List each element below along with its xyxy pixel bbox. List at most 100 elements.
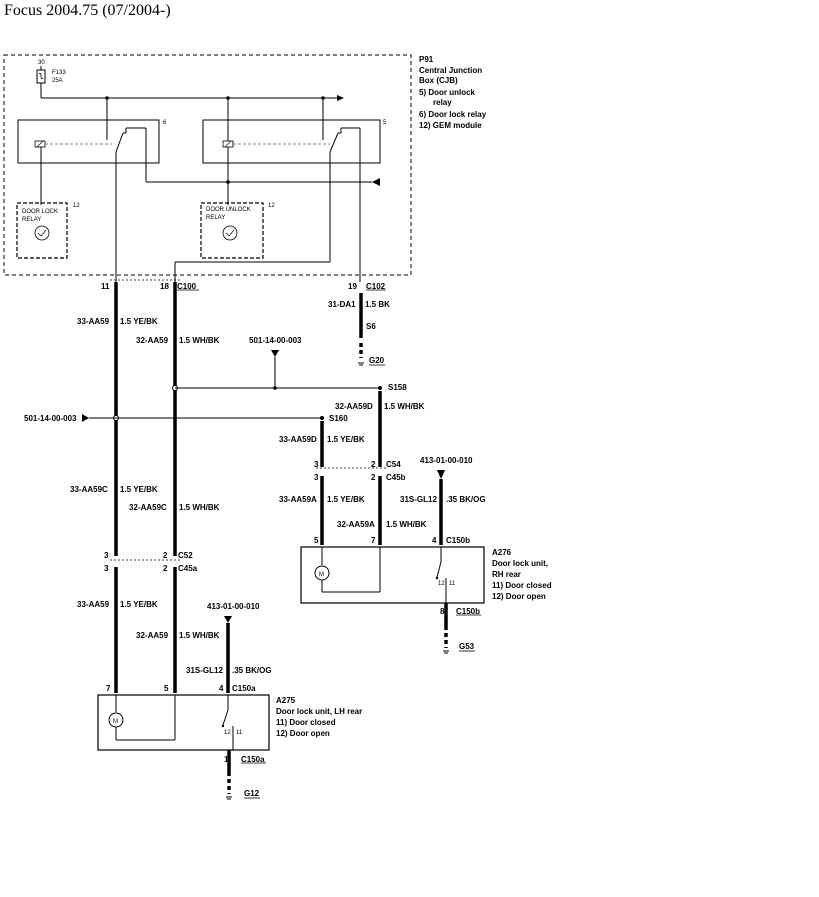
gem-unlock-relay-box bbox=[200, 202, 264, 259]
cjb-id: P91 bbox=[419, 55, 434, 64]
c45b-pin-a: 3 bbox=[314, 473, 319, 482]
relay-contact-icon bbox=[322, 128, 342, 153]
ground-icon bbox=[226, 796, 232, 800]
a275-id: A275 bbox=[276, 696, 296, 705]
w9-spec: 1.5 WH/BK bbox=[384, 402, 425, 411]
w4-code: 33-AA59C bbox=[70, 485, 108, 494]
fuse-icon bbox=[36, 66, 46, 98]
w13-spec: .35 BK/OG bbox=[446, 495, 486, 504]
c150b-top-label: C150b bbox=[446, 536, 470, 545]
a275-sw-a: 12 bbox=[224, 730, 231, 736]
cjb-item-5a: 5) Door unlock bbox=[419, 88, 476, 97]
c150a-pin-m2: 5 bbox=[164, 684, 169, 693]
w3-spec: 1.5 BK bbox=[365, 300, 390, 309]
cjb-name-1: Central Junction bbox=[419, 66, 482, 75]
ref-top: 501-14-00-003 bbox=[249, 336, 302, 345]
a275-item-11: 11) Door closed bbox=[276, 718, 336, 727]
door-switch-icon bbox=[221, 695, 234, 750]
c102-pin: 19 bbox=[348, 282, 357, 291]
cjb-item-6: 6) Door lock relay bbox=[419, 110, 487, 119]
a276-sw-b: 11 bbox=[449, 581, 456, 587]
c150b-bottom-label: C150b bbox=[456, 607, 480, 616]
relay-coil-icon bbox=[34, 140, 46, 148]
c52-label: C52 bbox=[178, 551, 193, 560]
relay-lock-num: 6 bbox=[163, 120, 167, 126]
w2-code: 32-AA59 bbox=[136, 336, 169, 345]
lock-relay-num: 12 bbox=[73, 203, 80, 209]
motor-label: M bbox=[113, 719, 118, 725]
w6-code: 33-AA59 bbox=[77, 600, 110, 609]
c45b-pin-b: 2 bbox=[371, 473, 376, 482]
gem-lock-relay-box bbox=[16, 202, 68, 259]
ground-g53: G53 bbox=[459, 642, 475, 651]
cjb-item-5b: relay bbox=[433, 98, 452, 107]
relay-box-unlock bbox=[202, 119, 381, 164]
c150a-bottom-pin: 1 bbox=[224, 755, 229, 764]
a275-name: Door lock unit, LH rear bbox=[276, 707, 362, 716]
ref-rh: 413-01-00-010 bbox=[420, 456, 473, 465]
c150b-pin-m2: 7 bbox=[371, 536, 376, 545]
relay-box-lock bbox=[17, 119, 160, 164]
motor-label: M bbox=[319, 572, 324, 578]
w3-code: 31-DA1 bbox=[328, 300, 356, 309]
cjb-box bbox=[3, 54, 412, 276]
c150b-pin-sw: 4 bbox=[432, 536, 437, 545]
arrow-down-icon bbox=[437, 470, 445, 479]
a276-box bbox=[300, 546, 485, 604]
lock-relay-label-2: RELAY bbox=[22, 217, 41, 223]
ground-g12: G12 bbox=[244, 789, 260, 798]
door-switch-icon bbox=[435, 547, 447, 603]
c54-pin-a: 3 bbox=[314, 460, 319, 469]
unlock-relay-label-2: RELAY bbox=[206, 215, 225, 221]
w1-spec: 1.5 YE/BK bbox=[120, 317, 158, 326]
ground-g20: G20 bbox=[369, 356, 385, 365]
fuse-id: F133 bbox=[52, 70, 66, 76]
unlock-relay-num: 12 bbox=[268, 203, 275, 209]
lock-relay-label-1: DOOR LOCK bbox=[22, 209, 58, 215]
arrow-down-icon bbox=[271, 350, 279, 357]
c150a-top-label: C150a bbox=[232, 684, 256, 693]
splice-s160: S160 bbox=[329, 414, 348, 423]
c150b-bottom-pin: 8 bbox=[440, 607, 445, 616]
w5-code: 32-AA59C bbox=[129, 503, 167, 512]
w8-spec: .35 BK/OG bbox=[232, 666, 272, 675]
c150a-bottom-label: C150a bbox=[241, 755, 265, 764]
w12-spec: 1.5 WH/BK bbox=[386, 520, 427, 529]
junction-dot bbox=[320, 416, 324, 420]
w5-spec: 1.5 WH/BK bbox=[179, 503, 220, 512]
w2-spec: 1.5 WH/BK bbox=[179, 336, 220, 345]
splice-s6: S6 bbox=[366, 322, 376, 331]
gem-module-icon bbox=[34, 225, 50, 241]
a275-box bbox=[97, 694, 270, 751]
w10-spec: 1.5 YE/BK bbox=[327, 435, 365, 444]
c45a-pin-a: 3 bbox=[104, 564, 109, 573]
fuse-circuit: 30 bbox=[38, 60, 45, 66]
junction-dot bbox=[226, 180, 230, 184]
a276-name-2: RH rear bbox=[492, 570, 521, 579]
splice-s158: S158 bbox=[388, 383, 407, 392]
relay-contact-icon bbox=[106, 128, 127, 155]
a276-sw-a: 12 bbox=[438, 581, 445, 587]
c54-label: C54 bbox=[386, 460, 401, 469]
w13-code: 31S-GL12 bbox=[400, 495, 437, 504]
a276-name-1: Door lock unit, bbox=[492, 559, 548, 568]
c100-label: C100 bbox=[177, 282, 197, 291]
a275-sw-b: 11 bbox=[236, 730, 243, 736]
c45a-pin-b: 2 bbox=[163, 564, 168, 573]
c100-pin-b: 18 bbox=[160, 282, 169, 291]
w10-code: 33-AA59D bbox=[279, 435, 317, 444]
a276-item-11: 11) Door closed bbox=[492, 581, 552, 590]
c102-label: C102 bbox=[366, 282, 386, 291]
c52-pin-b: 2 bbox=[163, 551, 168, 560]
c150a-pin-m1: 7 bbox=[106, 684, 111, 693]
w8-code: 31S-GL12 bbox=[186, 666, 223, 675]
motor-icon: M bbox=[314, 547, 381, 593]
w6-spec: 1.5 YE/BK bbox=[120, 600, 158, 609]
c54-pin-b: 2 bbox=[371, 460, 376, 469]
ground-icon bbox=[358, 362, 364, 366]
a276-id: A276 bbox=[492, 548, 512, 557]
w7-code: 32-AA59 bbox=[136, 631, 169, 640]
ref-left: 501-14-00-003 bbox=[24, 414, 77, 423]
arrow-left-icon bbox=[372, 178, 380, 186]
